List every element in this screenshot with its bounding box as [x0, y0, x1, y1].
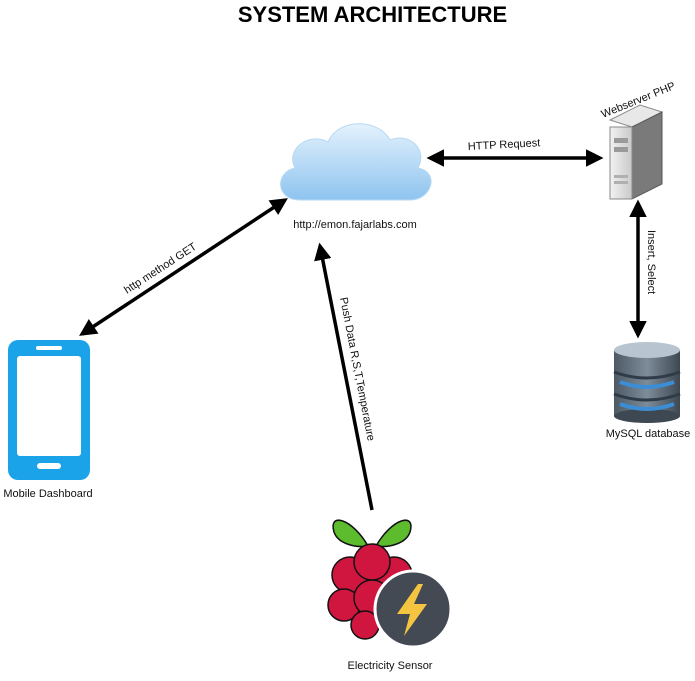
database-label: MySQL database: [606, 428, 691, 440]
cloud-icon: [280, 123, 432, 201]
diagram-title: SYSTEM ARCHITECTURE: [237, 2, 508, 27]
edge-push-data: Push Data R,S,T,Temperature: [314, 242, 377, 511]
edge-insert-select: Insert, Select: [629, 199, 657, 339]
edge-label-http-get: http method GET: [122, 241, 199, 297]
edge-label-insert-select: Insert, Select: [645, 230, 657, 294]
cloud-label: http://emon.fajarlabs.com: [293, 219, 417, 231]
edge-http-request: HTTP Request: [426, 137, 604, 167]
node-sensor: Electricity Sensor: [327, 519, 453, 672]
database-icon: [613, 342, 681, 423]
node-cloud: http://emon.fajarlabs.com: [280, 123, 432, 231]
raspberry-pi-icon: [327, 519, 413, 640]
sensor-label: Electricity Sensor: [348, 660, 433, 672]
lightning-bolt-icon: [373, 569, 453, 649]
edge-http-get: http method GET: [79, 198, 288, 336]
edge-label-http-request: HTTP Request: [468, 137, 541, 153]
node-webserver: Webserver PHP: [600, 80, 677, 200]
node-mobile: Mobile Dashboard: [3, 340, 93, 500]
smartphone-icon: [8, 340, 90, 480]
mobile-label: Mobile Dashboard: [3, 488, 92, 500]
node-database: MySQL database: [606, 342, 691, 440]
server-icon: [608, 104, 664, 200]
